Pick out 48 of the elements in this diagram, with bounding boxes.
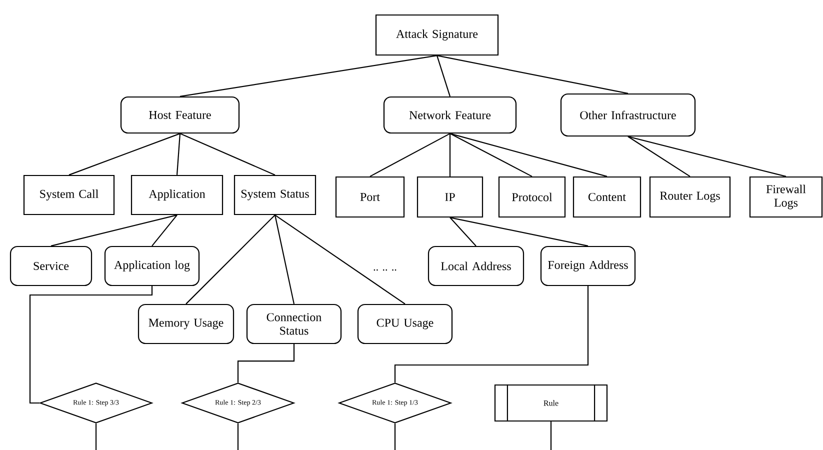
connector-line	[95, 424, 97, 450]
feature-box: Host Feature	[120, 96, 240, 134]
feature-box: Other Infrastructure	[560, 93, 696, 137]
connector-line	[29, 286, 153, 404]
connector-line	[628, 136, 690, 177]
connector-line	[176, 134, 181, 175]
feature-box: Protocol	[498, 176, 566, 218]
connector-line	[50, 214, 178, 246]
connector-line	[450, 217, 588, 246]
connector-line	[186, 214, 276, 304]
feature-box: CPU Usage	[357, 304, 453, 344]
feature-box: Application	[130, 174, 224, 216]
connector-line	[449, 134, 451, 176]
connector-line	[274, 214, 295, 304]
connector-line	[180, 55, 438, 97]
feature-box: Firewall Logs	[749, 176, 823, 218]
feature-box: Connection Status	[246, 304, 342, 344]
feature-box: Port	[335, 176, 405, 218]
connector-line	[436, 55, 628, 94]
connector-line	[237, 424, 239, 450]
connector-line	[274, 214, 406, 304]
feature-box: Router Logs	[649, 176, 731, 218]
connector-line	[180, 133, 276, 176]
connector-line	[394, 424, 396, 450]
feature-box: IP	[416, 176, 484, 218]
feature-box: Content	[572, 176, 642, 218]
connector-line	[237, 344, 295, 382]
feature-box: Memory Usage	[138, 304, 234, 344]
feature-box: Local Address	[428, 246, 524, 286]
rule-box: Rule	[494, 384, 608, 422]
feature-box: Service	[10, 246, 92, 286]
feature-box: Foreign Address	[540, 246, 636, 286]
connector-line	[628, 136, 786, 177]
connector-line	[550, 422, 552, 450]
connector-line	[152, 214, 178, 246]
connector-line	[450, 133, 608, 177]
feature-box: Attack Signature	[375, 14, 499, 56]
feature-box: Application log	[104, 246, 200, 286]
connector-line	[450, 133, 532, 177]
feature-box: System Call	[23, 174, 115, 216]
connector-line	[450, 217, 476, 246]
connector-line	[370, 133, 450, 177]
connector-line	[394, 286, 589, 382]
connector-line	[436, 55, 451, 97]
feature-box: Network Feature	[383, 96, 517, 134]
connector-line	[68, 133, 180, 176]
feature-box: System Status	[234, 174, 316, 216]
ellipsis-label: .. .. ..	[374, 269, 396, 271]
